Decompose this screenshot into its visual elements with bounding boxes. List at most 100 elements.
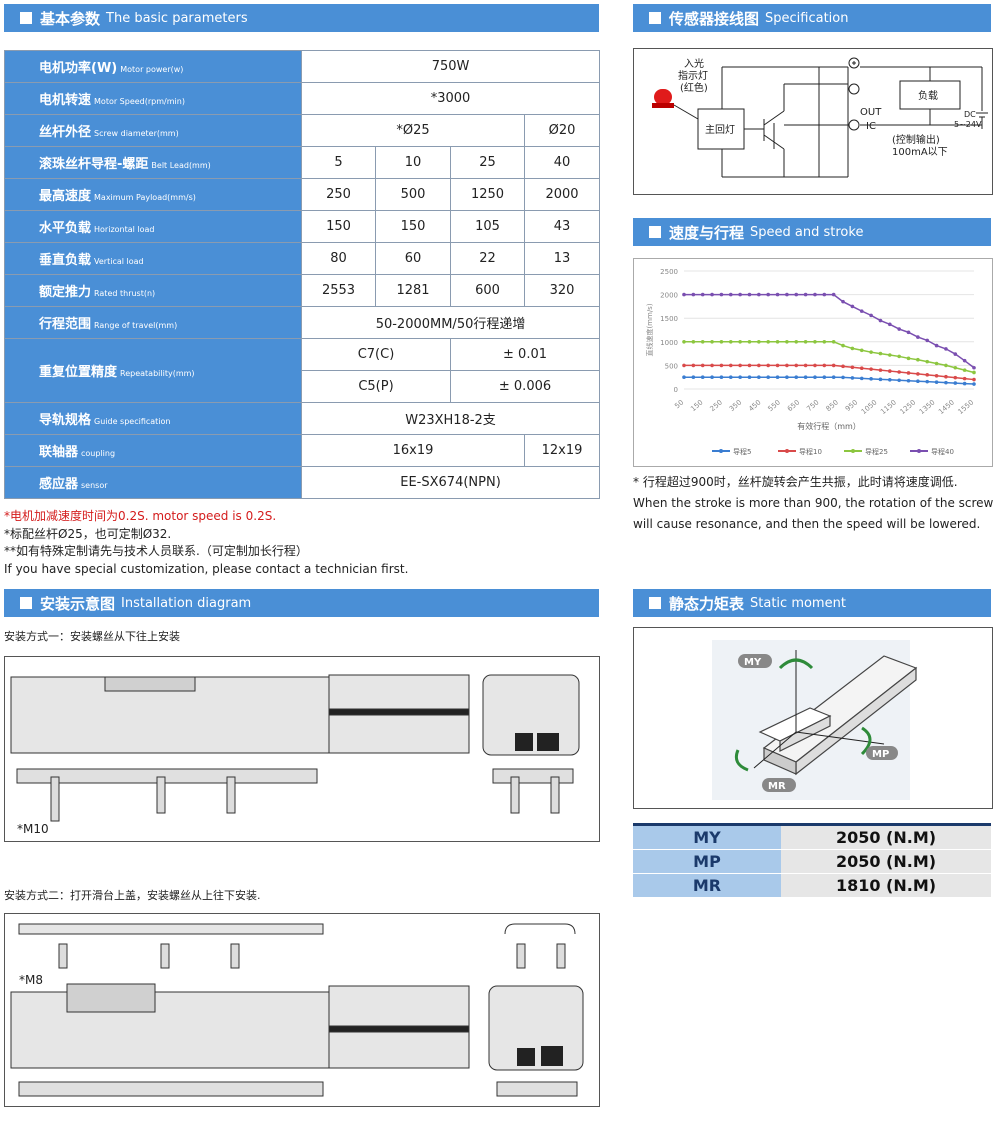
series-line (684, 376, 975, 385)
data-point (710, 375, 714, 379)
data-point (878, 377, 883, 382)
data-point (738, 363, 742, 368)
data-point (775, 375, 780, 379)
data-point (757, 340, 761, 344)
data-point (850, 304, 855, 309)
m10-label: *M10 (17, 822, 49, 836)
data-point (747, 340, 752, 344)
cell-value: C7(C) (301, 338, 451, 371)
data-point (897, 370, 901, 374)
legend-marker (917, 449, 921, 453)
dc-label: DC (964, 110, 976, 119)
indicator-text-2: 指示灯 (678, 69, 708, 82)
x-tick-label: 50 (673, 398, 685, 410)
data-point (813, 363, 817, 368)
x-tick-label: 550 (767, 398, 782, 413)
x-tick-label: 1550 (956, 398, 975, 416)
data-point (841, 375, 845, 380)
data-point (822, 363, 827, 368)
cell-value: 2553 (301, 274, 376, 307)
my-label: MY (744, 657, 762, 668)
data-point (962, 358, 967, 363)
rotation-arrow-icon (734, 749, 749, 772)
legend-marker (785, 449, 789, 453)
data-point (934, 343, 939, 348)
cell-value: 50-2000MM/50行程递增 (300, 306, 601, 339)
data-point (682, 363, 686, 368)
data-point (710, 340, 714, 344)
cell-value: 12x19 (523, 434, 601, 467)
data-point (869, 313, 873, 318)
y-tick-label: 1500 (660, 315, 678, 323)
label-en: Motor power(w) (120, 65, 184, 74)
data-point (757, 292, 761, 297)
square-icon (649, 226, 661, 238)
data-point (972, 382, 976, 386)
data-point (962, 376, 967, 381)
cell-value: 5 (301, 146, 376, 179)
data-point (831, 363, 836, 368)
label-en: Repeatability(mm) (120, 369, 195, 378)
cell-value: 750W (300, 50, 601, 83)
label-en: Rated thrust(n) (94, 289, 156, 298)
data-point (972, 370, 976, 375)
data-point (831, 292, 836, 297)
x-tick-label: 1250 (898, 398, 917, 416)
rotation-arrow-icon (778, 658, 814, 670)
square-icon (20, 597, 32, 609)
data-point (859, 376, 864, 381)
data-point (710, 363, 714, 368)
cell-value: 150 (375, 210, 451, 243)
x-tick-label: 1350 (918, 398, 937, 416)
data-point (766, 363, 770, 368)
row-label: 电机功率(W)Motor power(w) (4, 50, 302, 83)
y-tick-label: 0 (674, 386, 678, 394)
data-point (841, 343, 845, 348)
x-tick-label: 850 (825, 398, 840, 413)
data-point (897, 327, 901, 331)
chart-note-en: When the stroke is more than 900, the ro… (633, 496, 994, 531)
cell-value: 2000 (523, 178, 601, 211)
y-tick-label: 500 (665, 362, 678, 370)
section-title-cn: 安装示意图 (40, 594, 116, 613)
data-point (906, 330, 911, 335)
data-point (785, 363, 789, 368)
data-point (728, 363, 733, 368)
data-point (850, 376, 855, 380)
data-point (944, 380, 948, 385)
main-circuit-label: 主回灯 (705, 124, 735, 136)
cell-value: 16x19 (301, 434, 525, 467)
label-en: Horizontal load (94, 225, 155, 234)
data-point (785, 340, 789, 344)
x-tick-label: 150 (689, 398, 704, 413)
load-label: 负载 (918, 89, 938, 102)
note-line: If you have special customization, pleas… (4, 561, 409, 576)
dc-range-label: 5~24V (954, 120, 982, 129)
data-point (803, 292, 808, 297)
data-point (700, 340, 705, 344)
x-axis-label: 有效行程（mm） (797, 421, 861, 431)
indicator-text-3: (红色) (680, 81, 708, 94)
data-point (822, 375, 827, 379)
data-point (962, 368, 967, 372)
data-point (738, 292, 742, 297)
wiring-diagram: 入光 指示灯 (红色) 主回灯 负载 OUT IC (控制输出) 100mA以下… (633, 48, 993, 195)
chart-note-cn: * 行程超过900时，丝杆旋转会产生共振，此时请将速度调低. (633, 475, 958, 489)
section-title-en: Specification (765, 10, 849, 26)
legend-marker (719, 449, 723, 453)
x-tick-label: 950 (844, 398, 859, 413)
table-row: 电机功率(W)Motor power(w) 750W (4, 50, 601, 83)
y-tick-label: 2000 (660, 292, 678, 300)
y-tick-label: 1000 (660, 339, 678, 347)
